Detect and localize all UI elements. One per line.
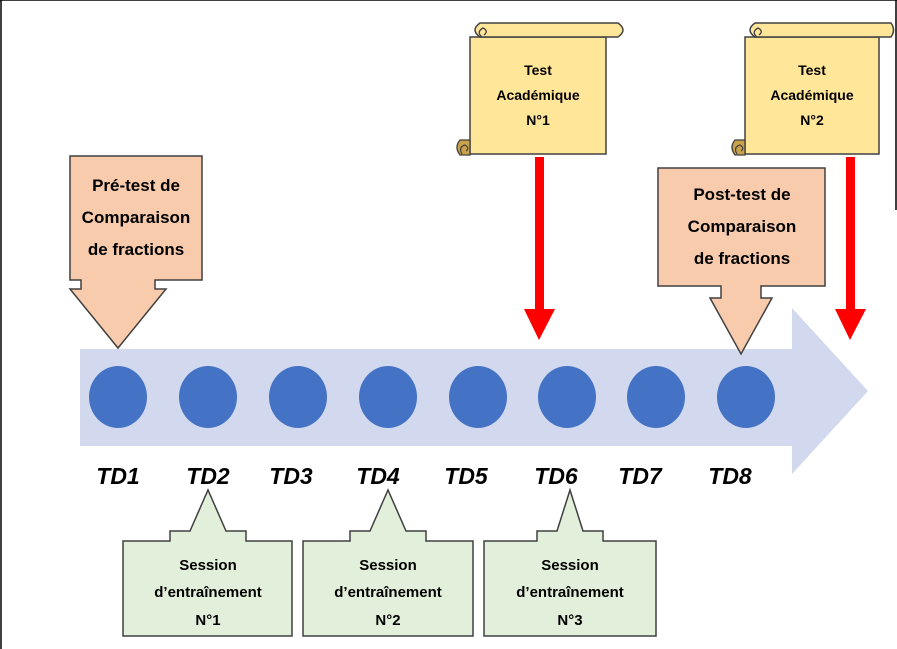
red-arrow-shaft [535, 157, 544, 309]
session-callout-2: Session d’entraînement N°2 [302, 488, 474, 637]
posttest-line-3: de fractions [694, 249, 790, 268]
timeline-node-td6 [538, 366, 596, 428]
posttest-callout: Post-test de Comparaison de fractions [657, 167, 826, 356]
timeline-circles [89, 366, 775, 428]
scroll-bottom-curl [734, 144, 744, 155]
td-label: TD3 [269, 463, 313, 489]
pretest-callout-shape [68, 155, 203, 350]
scroll-body [744, 36, 880, 155]
session2-line-2: d’entraînement [334, 584, 442, 601]
timeline-node-td1 [89, 366, 147, 428]
timeline-node-td3 [269, 366, 327, 428]
session1-line-2: d’entraînement [154, 584, 262, 601]
test1-line-1: Test [524, 62, 552, 78]
session3-line-3: N°3 [557, 612, 582, 629]
timeline-node-td7 [627, 366, 685, 428]
timeline-node-td5 [449, 366, 507, 428]
td-label: TD2 [186, 463, 230, 489]
posttest-line-1: Post-test de [693, 185, 790, 204]
red-arrow-shaft [846, 157, 855, 309]
session-callout-shape [122, 488, 293, 637]
red-arrow-head [524, 309, 555, 340]
session2-line-1: Session [359, 557, 417, 574]
test2-line-1: Test [798, 62, 826, 78]
pretest-line-1: Pré-test de [92, 176, 180, 195]
test2-line-2: Académique [770, 87, 853, 103]
scroll-bottom-curl [459, 144, 469, 155]
session-callout-shape [302, 488, 474, 637]
td-label: TD6 [534, 463, 578, 489]
timeline-node-td2 [179, 366, 237, 428]
session-callout-shape [483, 487, 657, 637]
test2-line-3: N°2 [800, 112, 824, 128]
pretest-callout: Pré-test de Comparaison de fractions [68, 155, 203, 350]
academic-test-scroll-1: Test Académique N°1 [456, 22, 624, 156]
pretest-line-3: de fractions [88, 240, 184, 259]
posttest-callout-shape [657, 167, 826, 356]
scroll-top-curl [753, 27, 762, 38]
td-label: TD8 [708, 463, 752, 489]
red-arrow-test1 [524, 157, 555, 340]
scroll-top-curl [478, 27, 487, 38]
td-label: TD7 [618, 463, 663, 489]
session2-line-3: N°2 [375, 612, 400, 629]
td-label: TD4 [356, 463, 400, 489]
scroll-top-roll [749, 22, 895, 38]
session-callout-3: Session d’entraînement N°3 [483, 487, 657, 637]
timeline-labels: TD1 TD2 TD3 TD4 TD5 TD6 TD7 TD8 [96, 463, 752, 489]
session1-line-1: Session [179, 557, 237, 574]
td-label: TD5 [444, 463, 489, 489]
posttest-line-2: Comparaison [688, 217, 797, 236]
academic-test-scroll-2: Test Académique N°2 [731, 22, 895, 156]
timeline-node-td4 [359, 366, 417, 428]
session1-line-3: N°1 [195, 612, 220, 629]
scroll-top-roll [474, 22, 624, 38]
scroll-body [469, 36, 607, 155]
td-label: TD1 [96, 463, 139, 489]
session-callout-1: Session d’entraînement N°1 [122, 488, 293, 637]
test1-line-2: Académique [496, 87, 579, 103]
red-arrow-head [835, 309, 866, 340]
session3-line-1: Session [541, 557, 599, 574]
pretest-line-2: Comparaison [82, 208, 191, 227]
red-arrow-test2 [835, 157, 866, 340]
timeline-node-td8 [717, 366, 775, 428]
session3-line-2: d’entraînement [516, 584, 624, 601]
test1-line-3: N°1 [526, 112, 550, 128]
